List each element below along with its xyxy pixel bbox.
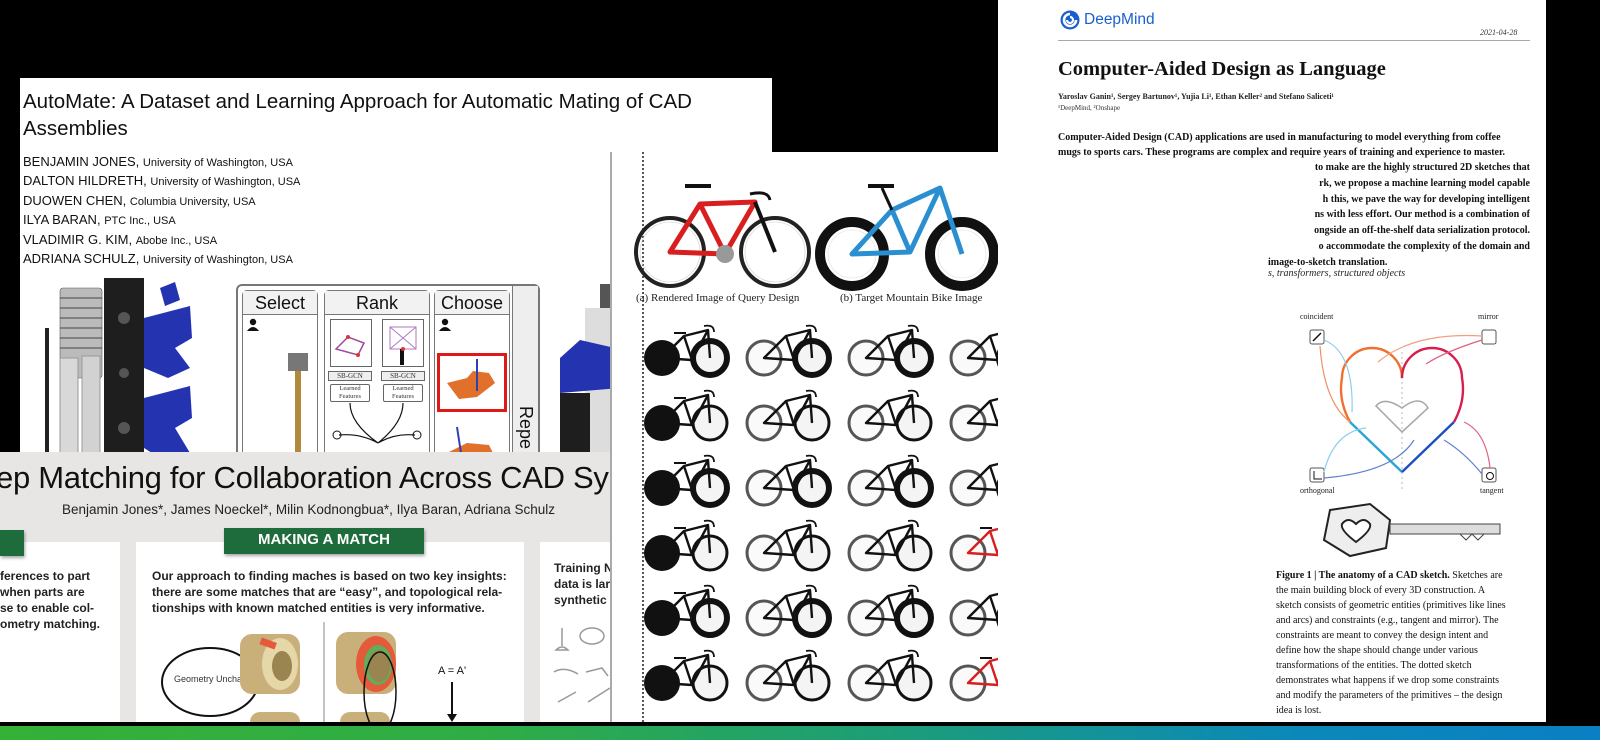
paper-authors: Yaroslav Ganin¹, Sergey Bartunov¹, Yujia… — [1058, 92, 1334, 101]
bottom-gradient-bar — [0, 726, 1600, 740]
label-orthogonal: orthogonal — [1300, 486, 1335, 495]
stage-select: Select — [242, 290, 318, 478]
generated-bike — [642, 647, 734, 703]
deepmind-paper: DeepMind 2021-04-28 Computer-Aided Desig… — [998, 0, 1546, 722]
user-icon — [247, 318, 259, 331]
generated-bike — [846, 387, 938, 443]
cad-assembly-illustration — [45, 278, 192, 478]
label-tangent: tangent — [1480, 486, 1504, 495]
generated-bike — [744, 517, 836, 573]
generated-bike — [846, 582, 938, 638]
paper-title: Computer-Aided Design as Language — [1058, 58, 1386, 80]
center-column-text: Our approach to finding maches is based … — [152, 569, 507, 615]
generated-bike — [846, 517, 938, 573]
heart-key-illustration — [1322, 502, 1501, 558]
caption-b: (b) Target Mountain Bike Image — [840, 292, 983, 304]
keywords-fragment: s, transformers, structured objects — [1268, 268, 1406, 279]
deep-matching-poster: ep Matching for Collaboration Across CAD… — [0, 452, 622, 722]
tangent-icon — [1481, 467, 1497, 483]
orthogonal-icon — [1309, 467, 1325, 483]
svg-text:Geometry Unchanged: Geometry Unchanged — [174, 674, 262, 684]
author-row: VLADIMIR G. KIM, Abobe Inc., USA — [23, 231, 218, 247]
generated-bike — [744, 322, 836, 378]
header-rule — [1058, 40, 1530, 41]
label-coincident: coincident — [1300, 312, 1334, 321]
paper-date: 2021-04-28 — [1480, 28, 1518, 37]
synthetic-parts-illustration — [553, 627, 611, 703]
feature-merge-diagram — [332, 403, 422, 444]
chosen-part-illustration — [437, 353, 507, 412]
generated-bike — [642, 322, 734, 378]
dotted-margin-line — [642, 152, 644, 722]
part-graph-thumbnail — [330, 319, 372, 367]
generated-bike — [744, 387, 836, 443]
generated-bike — [744, 647, 836, 703]
automate-paper: AutoMate: A Dataset and Learning Approac… — [20, 78, 772, 478]
paper-affiliations: ¹DeepMind, ²Onshape — [1058, 104, 1121, 112]
generated-bike — [846, 322, 938, 378]
automate-title: AutoMate: A Dataset and Learning Approac… — [23, 90, 692, 140]
user-icon — [439, 318, 451, 331]
generated-bike — [744, 582, 836, 638]
repeat-label: Repe — [512, 286, 538, 478]
left-section-banner — [0, 530, 24, 556]
right-column-text: Training N data is lar synthetic — [554, 561, 613, 607]
generated-bike — [744, 452, 836, 508]
part-graph-thumbnail — [382, 319, 424, 367]
stage-rank: Rank SB-GCN SB-GCN Learned Features Lear… — [324, 290, 430, 478]
deepmind-logo: DeepMind — [1060, 10, 1155, 30]
stage-choose: Choose — [434, 290, 510, 478]
svg-text:A = A': A = A' — [438, 665, 466, 677]
author-row: ADRIANA SCHULZ, University of Washington… — [23, 251, 293, 267]
screw-part-illustration — [288, 353, 308, 478]
author-row: DALTON HILDRETH, University of Washingto… — [23, 173, 301, 189]
author-row: ILYA BARAN, PTC Inc., USA — [23, 212, 176, 228]
figure-caption: Figure 1 | The anatomy of a CAD sketch. … — [1276, 570, 1506, 716]
deepmind-logo-icon — [1060, 10, 1080, 30]
poster-center-panel — [136, 542, 524, 722]
query-bike-image — [634, 184, 811, 288]
abstract-visible-fragment: to make are the highly structured 2D ske… — [1268, 162, 1530, 268]
automate-author-list: BENJAMIN JONES, University of Washington… — [23, 153, 300, 269]
author-row: DUOWEN CHEN, Columbia University, USA — [23, 192, 256, 208]
generated-bike — [642, 517, 734, 573]
generated-bike — [642, 387, 734, 443]
caption-a: (a) Rendered Image of Query Design — [636, 292, 800, 304]
target-mountain-bike-image — [815, 184, 999, 291]
part-matching-illustration: Geometry Unchanged A = A' — [161, 622, 466, 722]
poster-authors: Benjamin Jones*, James Noeckel*, Milin K… — [62, 502, 556, 517]
poster-title: ep Matching for Collaboration Across CAD… — [0, 460, 609, 495]
generated-bike — [846, 647, 938, 703]
label-mirror: mirror — [1478, 312, 1499, 321]
generated-bike — [642, 582, 734, 638]
generated-bike — [846, 452, 938, 508]
making-a-match-banner: MAKING A MATCH — [224, 528, 424, 554]
select-rank-choose-pipeline: Select Rank SB-GCN SB-GCN Learned Featur… — [236, 284, 540, 478]
mirror-icon — [1481, 329, 1497, 345]
heart-sketch-figure — [1309, 329, 1497, 492]
left-column-text: ferences to part when parts are se to en… — [0, 569, 101, 631]
author-row: BENJAMIN JONES, University of Washington… — [23, 154, 293, 169]
abstract-top: Computer-Aided Design (CAD) applications… — [1058, 132, 1505, 159]
generated-bike — [642, 452, 734, 508]
poster-left-panel — [0, 542, 120, 722]
